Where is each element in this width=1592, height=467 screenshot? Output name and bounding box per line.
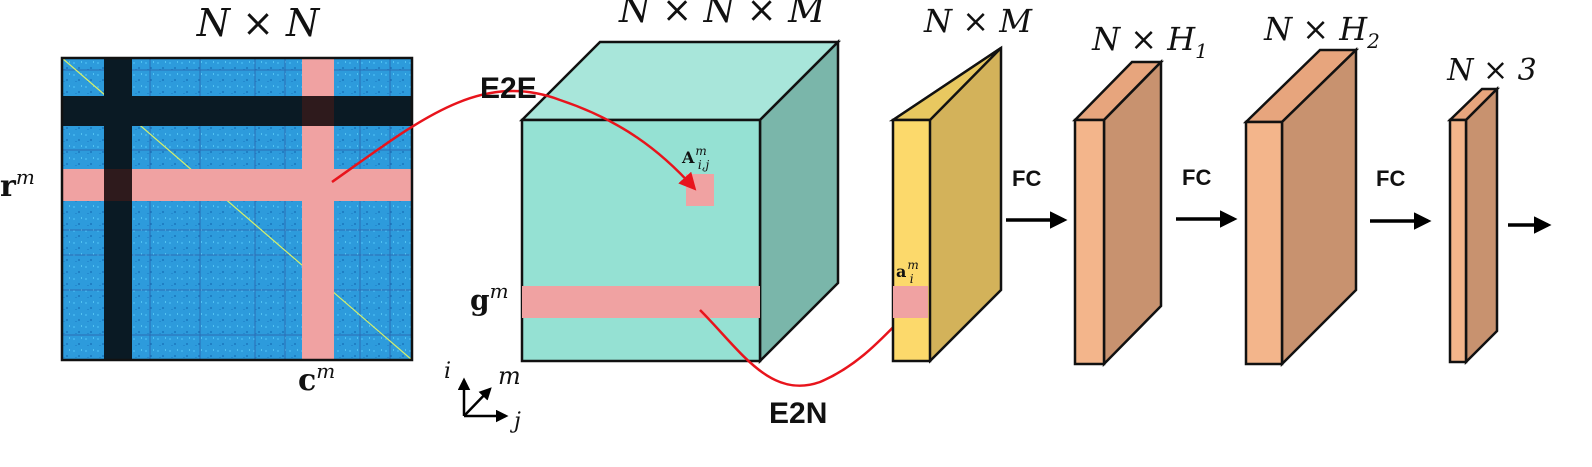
dark-column-intersection [302, 96, 334, 126]
cube-slice-highlight [522, 286, 760, 318]
layer-3-label: N × H2 [1263, 10, 1380, 53]
cube-front-face [520, 118, 762, 363]
e2n-label: E2N [769, 397, 827, 430]
layer-1-cell-highlight [893, 286, 928, 318]
e2n-arrow [699, 309, 911, 388]
axis-m-label: m [498, 362, 521, 390]
layer-n-by-h2: N × H2 [1242, 10, 1380, 368]
layer-n-by-h1: N × H1 [1072, 20, 1208, 368]
layer-2-front [1073, 118, 1106, 366]
layer-2-label: N × H1 [1091, 20, 1208, 63]
matrix-title: N × N [196, 1, 321, 45]
layer-4-label: N × 3 [1446, 53, 1537, 88]
red-arrows: E2E E2N [331, 72, 911, 430]
axis-j-label: j [509, 409, 521, 434]
matrix-border [60, 56, 414, 362]
layer-1-label: N × M [923, 2, 1033, 40]
layer-3-front [1244, 120, 1284, 366]
e2e-arrow [331, 89, 697, 191]
cube-title: N × N × M [618, 0, 826, 31]
dark-row [62, 96, 412, 126]
fc-label-1: FC [1012, 166, 1041, 191]
layer-n-by-3: N × 3 [1446, 53, 1537, 366]
cube-cell-highlight [686, 174, 714, 206]
fc-connections: FC FC FC [1006, 165, 1552, 234]
layer-4-front [1448, 118, 1468, 364]
axis-i-label: i [444, 359, 451, 384]
axis-indicator: i j m [444, 359, 521, 434]
fc-label-2: FC [1182, 165, 1211, 190]
adjacency-matrix: N × N rm cm [0, 1, 414, 398]
column-label: cm [298, 359, 335, 398]
slice-label: gm [470, 279, 509, 317]
axis-m-arrow [463, 387, 492, 417]
layer-4-side [1464, 85, 1499, 366]
row-label: rm [0, 165, 35, 204]
fc-label-3: FC [1376, 166, 1405, 191]
e2e-label: E2E [480, 72, 537, 105]
dark-row-intersection [104, 169, 132, 201]
layer-1-front [891, 118, 932, 363]
